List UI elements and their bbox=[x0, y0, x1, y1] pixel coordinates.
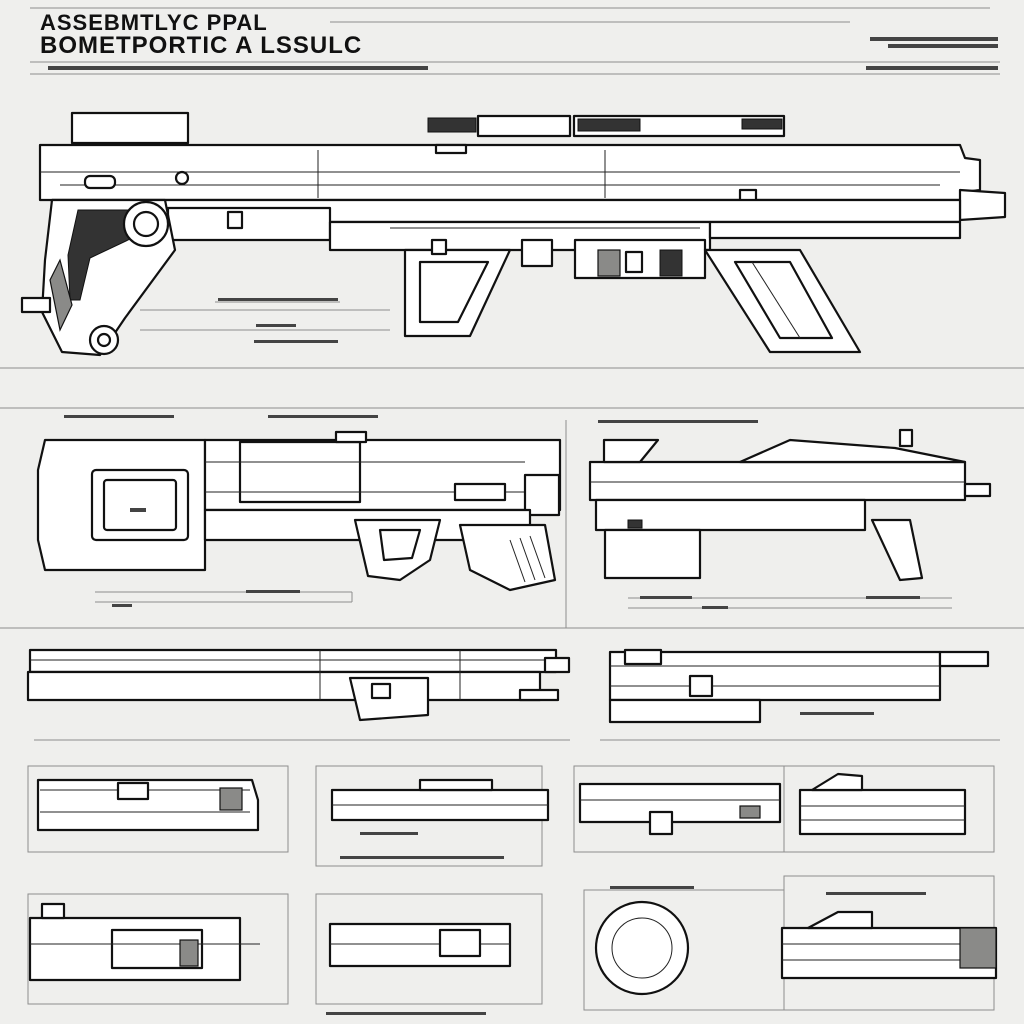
detail-frame-2 bbox=[315, 765, 550, 867]
cutaway-view-left bbox=[36, 415, 562, 607]
detail-frame-3 bbox=[573, 765, 785, 853]
detail-frame-5 bbox=[27, 893, 289, 1005]
header-rules bbox=[30, 7, 1000, 75]
detail-frame-6 bbox=[315, 893, 543, 1015]
detail-frame-8 bbox=[780, 875, 998, 1011]
side-view-right bbox=[588, 420, 992, 609]
main-rifle-drawing bbox=[0, 111, 1024, 369]
long-rifle-view bbox=[26, 648, 571, 741]
detail-frame-7 bbox=[583, 886, 785, 1011]
header-fine-print bbox=[48, 37, 998, 70]
receiver-view-right bbox=[600, 648, 1000, 741]
sheet-title-line-2: BOMETPORTIC A LSSULC bbox=[40, 32, 363, 59]
detail-frame-1 bbox=[27, 765, 289, 853]
detail-frame-4 bbox=[783, 765, 995, 853]
sheet-title-line-1: ASSEBMTLYC PPAL bbox=[40, 10, 268, 35]
